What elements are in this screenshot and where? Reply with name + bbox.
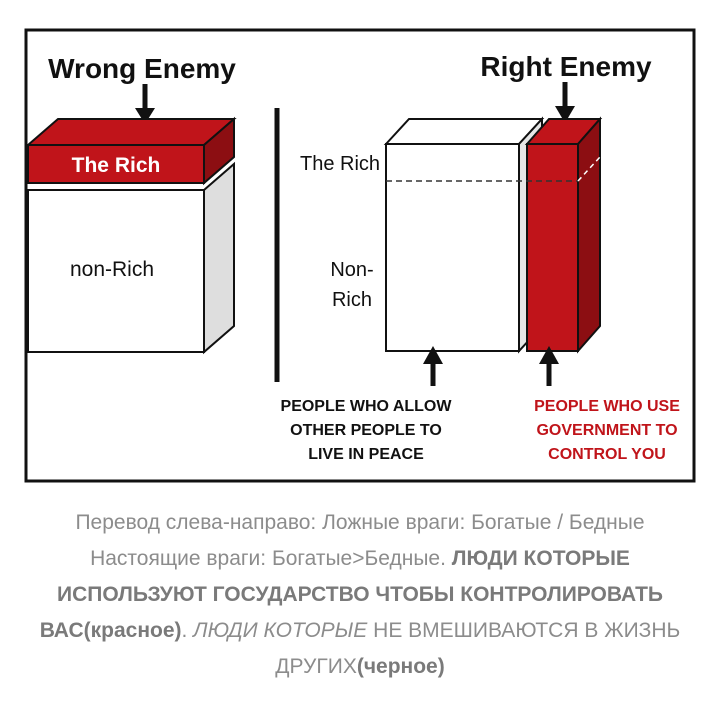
enemy-comparison-diagram: Wrong Enemy The Rich non-Rich Right Enem… [24, 28, 696, 483]
rich-split-dashed-line-side [577, 156, 601, 182]
rich-block-front [27, 144, 205, 184]
caption-plain-text: НЕ ВМЕШИВАЮТСЯ В ЖИЗНЬ ДРУГИХ [275, 619, 681, 678]
controlling-caption-line1: PEOPLE WHO USE [534, 398, 680, 415]
caption-italic-text: ЛЮДИ КОТОРЫЕ [193, 619, 368, 642]
peaceful-caption-line1: PEOPLE WHO ALLOW [281, 398, 453, 415]
right-enemy-arrow-head [555, 106, 575, 123]
peaceful-block-front [385, 143, 520, 352]
right-nonrich-label-line2: Rich [332, 289, 372, 311]
translation-caption: Перевод слева-направо: Ложные враги: Бог… [30, 505, 690, 685]
controlling-block-front [526, 143, 579, 352]
rich-block-top-face [25, 118, 237, 146]
nonrich-block-side-face [203, 161, 235, 355]
caption-red-note: (красное) [83, 619, 182, 642]
right-rich-label: The Rich [300, 153, 380, 175]
peaceful-caption-line2: OTHER PEOPLE TO [290, 422, 442, 439]
right-nonrich-label-line1: Non- [330, 259, 373, 281]
nonrich-block-front [27, 189, 205, 353]
caption-bold-text: ЛЮДИ КОТОРЫЕ ИСПОЛЬЗУЮТ ГОСУДАРСТВО ЧТОБ… [39, 547, 664, 642]
caption-black-note: (черное) [356, 655, 445, 678]
peaceful-block-top-face [383, 118, 545, 145]
controlling-caption-line3: CONTROL YOU [548, 446, 666, 463]
controlling-up-arrow-head [539, 346, 559, 364]
controlling-caption-line2: GOVERNMENT TO [536, 422, 677, 439]
wrong-enemy-arrow-head [135, 108, 155, 124]
caption-translation-text: Перевод слева-направо: Ложные враги: Бог… [75, 511, 645, 570]
caption-separator: . [181, 619, 194, 642]
peaceful-up-arrow-head [423, 346, 443, 364]
right-enemy-title: Right Enemy [480, 51, 652, 82]
controlling-block-side-face [577, 116, 601, 354]
wrong-enemy-title: Wrong Enemy [48, 53, 236, 84]
nonrich-block-label: non-Rich [70, 258, 154, 281]
rich-block-label: The Rich [72, 154, 161, 177]
peaceful-caption-line3: LIVE IN PEACE [308, 446, 424, 463]
